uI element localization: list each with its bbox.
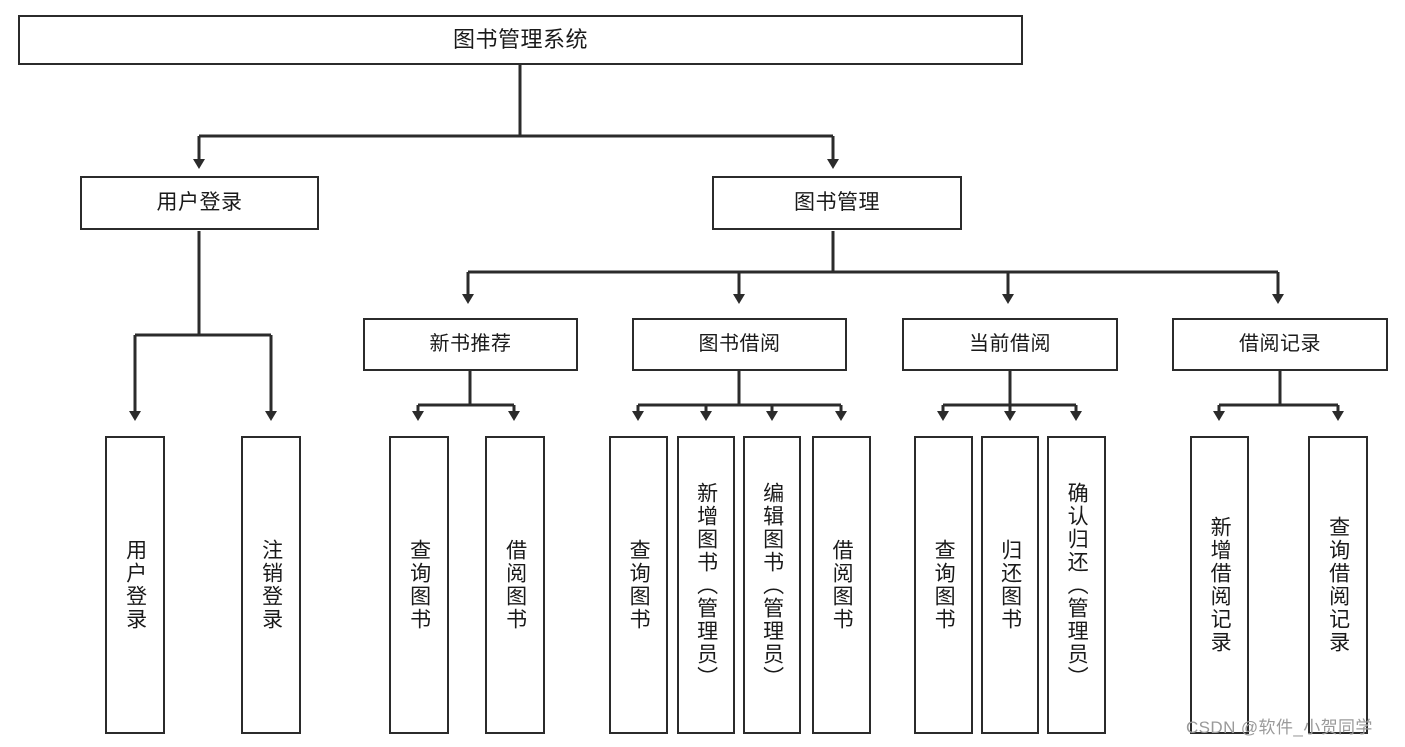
leaf-label: 新增图书（管理员） [694,481,718,689]
leaf-label: 编辑图书（管理员） [760,481,784,689]
leaf-user-login-logout[interactable]: 注销登录 [241,436,301,734]
leaf-new-book-borrow[interactable]: 借阅图书 [485,436,545,734]
node-book-borrow-label: 图书借阅 [698,333,781,356]
leaf-label: 用户登录 [123,539,147,631]
leaf-label: 查询图书 [627,539,651,631]
leaf-label: 查询借阅记录 [1326,516,1350,654]
leaf-label: 确认归还（管理员） [1065,481,1089,689]
leaf-new-book-query[interactable]: 查询图书 [389,436,449,734]
leaf-book-borrow-borrow[interactable]: 借阅图书 [812,436,871,734]
node-current-borrow-label: 当前借阅 [969,333,1051,356]
node-new-book-recommend-label: 新书推荐 [429,333,512,356]
leaf-label: 归还图书 [998,539,1022,631]
leaf-label: 注销登录 [259,539,283,631]
leaf-book-borrow-add[interactable]: 新增图书（管理员） [677,436,735,734]
node-book-management[interactable]: 图书管理 [712,176,962,230]
leaf-label: 借阅图书 [830,539,854,631]
leaf-current-borrow-return[interactable]: 归还图书 [981,436,1039,734]
leaf-label: 查询图书 [932,539,956,631]
node-new-book-recommend[interactable]: 新书推荐 [363,318,578,371]
leaf-current-borrow-query[interactable]: 查询图书 [914,436,973,734]
csdn-watermark: CSDN @软件_小贺同学 [1186,718,1373,737]
node-user-login[interactable]: 用户登录 [80,176,319,230]
leaf-label: 新增借阅记录 [1208,516,1232,654]
leaf-borrow-record-add[interactable]: 新增借阅记录 [1190,436,1249,734]
node-root[interactable]: 图书管理系统 [18,15,1023,65]
node-borrow-record[interactable]: 借阅记录 [1172,318,1388,371]
node-book-management-label: 图书管理 [794,191,880,215]
node-current-borrow[interactable]: 当前借阅 [902,318,1118,371]
node-book-borrow[interactable]: 图书借阅 [632,318,847,371]
node-user-login-label: 用户登录 [156,191,243,215]
leaf-book-borrow-query[interactable]: 查询图书 [609,436,668,734]
leaf-label: 借阅图书 [503,539,527,631]
leaf-label: 查询图书 [407,539,431,631]
leaf-borrow-record-query[interactable]: 查询借阅记录 [1308,436,1368,734]
leaf-book-borrow-edit[interactable]: 编辑图书（管理员） [743,436,801,734]
leaf-user-login-login[interactable]: 用户登录 [105,436,165,734]
leaf-current-borrow-confirm-return[interactable]: 确认归还（管理员） [1047,436,1106,734]
node-root-label: 图书管理系统 [452,26,588,52]
node-borrow-record-label: 借阅记录 [1239,333,1321,356]
